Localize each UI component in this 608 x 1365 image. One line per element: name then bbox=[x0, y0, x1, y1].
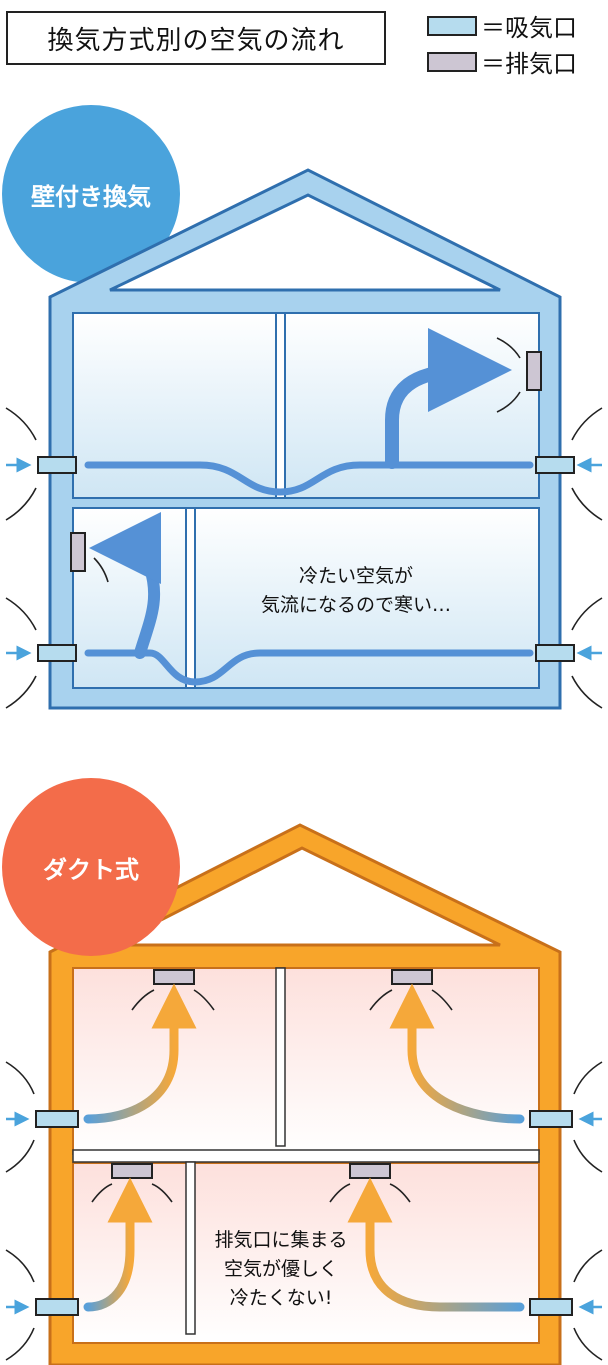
duct-airflow bbox=[83, 983, 525, 1312]
exhaust-swatch bbox=[427, 51, 477, 72]
wall-intake-vents bbox=[37, 456, 575, 662]
wall-outside-arrows bbox=[6, 457, 602, 661]
wall-exhaust-vents bbox=[70, 351, 542, 572]
intake-swatch bbox=[427, 15, 477, 36]
wall-caption: 冷たい空気が 気流になるので寒い… bbox=[236, 562, 476, 620]
duct-outside-arrows bbox=[6, 1111, 602, 1315]
legend-intake: ＝吸気口 bbox=[427, 8, 577, 43]
diagram-title: 換気方式別の空気の流れ bbox=[6, 11, 386, 65]
duct-caption-line-3: 冷たくない! bbox=[229, 1287, 333, 1309]
wall-caption-line-1: 冷たい空気が bbox=[298, 565, 413, 587]
duct-ventilation-badge: ダクト式 bbox=[2, 778, 180, 956]
duct-caption-line-2: 空気が優しく bbox=[223, 1258, 338, 1280]
wall-caption-line-2: 気流になるので寒い… bbox=[260, 594, 451, 616]
wall-ventilation-badge: 壁付き換気 bbox=[2, 105, 180, 283]
duct-exhaust-vents bbox=[111, 969, 433, 1179]
wall-ventilation-badge-text: 壁付き換気 bbox=[31, 182, 151, 211]
legend-intake-label: ＝吸気口 bbox=[481, 14, 577, 42]
wall-airflow bbox=[84, 328, 534, 686]
duct-caption-line-1: 排気口に集まる bbox=[214, 1229, 348, 1251]
duct-intake-vents bbox=[35, 1110, 573, 1316]
legend-exhaust: ＝排気口 bbox=[427, 44, 577, 79]
legend-exhaust-label: ＝排気口 bbox=[481, 50, 577, 78]
duct-house bbox=[48, 823, 562, 1365]
diagram-title-text: 換気方式別の空気の流れ bbox=[47, 25, 345, 56]
duct-ventilation-badge-text: ダクト式 bbox=[43, 855, 139, 884]
wall-house bbox=[48, 168, 562, 710]
duct-caption: 排気口に集まる 空気が優しく 冷たくない! bbox=[196, 1226, 366, 1313]
